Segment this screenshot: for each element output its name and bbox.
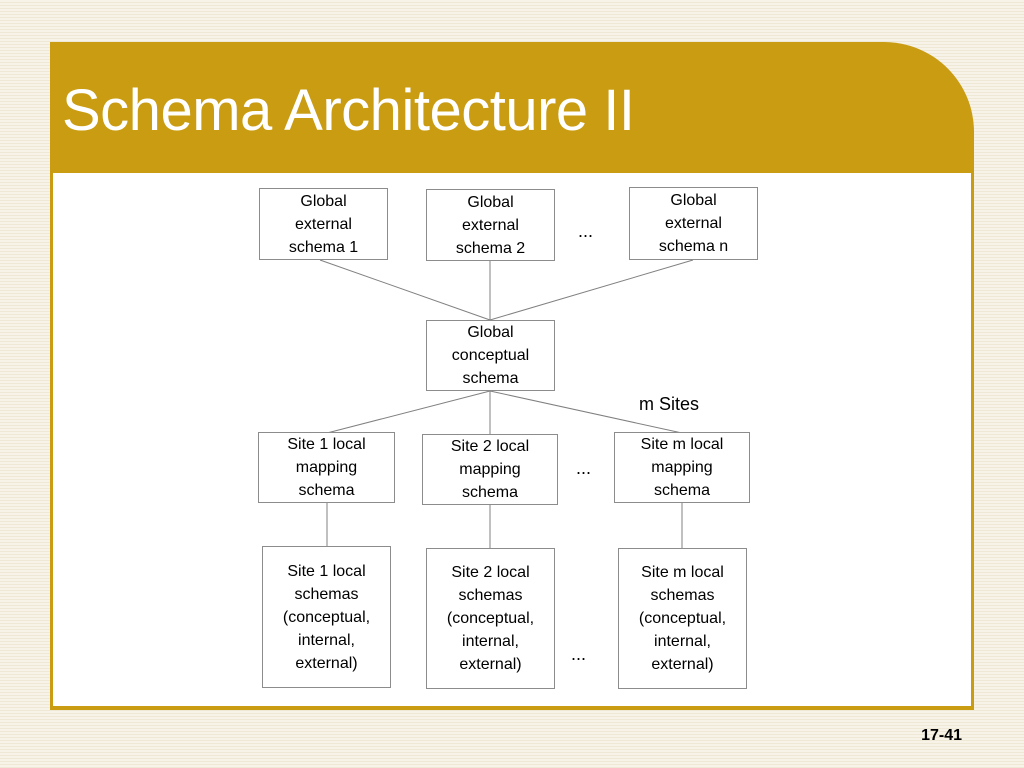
- global-external-schema-1-box: Global external schema 1: [259, 188, 388, 260]
- site-m-local-schemas-box: Site m local schemas (conceptual, intern…: [618, 548, 747, 689]
- slide-title: Schema Architecture II: [62, 78, 635, 143]
- site-1-mapping-schema-box: Site 1 local mapping schema: [258, 432, 395, 503]
- m-sites-label: m Sites: [639, 394, 700, 414]
- global-conceptual-schema-box: Global conceptual schema: [426, 320, 555, 391]
- site-2-mapping-schema-box: Site 2 local mapping schema: [422, 434, 558, 505]
- global-external-schema-2-box: Global external schema 2: [426, 189, 555, 261]
- site-m-mapping-schema-box: Site m local mapping schema: [614, 432, 750, 503]
- ellipsis-external-schemas: ...: [578, 221, 594, 241]
- site-1-local-schemas-box: Site 1 local schemas (conceptual, intern…: [262, 546, 391, 688]
- ellipsis-mapping-schemas: ...: [576, 458, 592, 478]
- global-external-schema-n-box: Global external schema n: [629, 187, 758, 260]
- page-number: 17-41: [921, 727, 962, 744]
- site-2-local-schemas-box: Site 2 local schemas (conceptual, intern…: [426, 548, 555, 689]
- ellipsis-local-schemas: ...: [571, 644, 587, 664]
